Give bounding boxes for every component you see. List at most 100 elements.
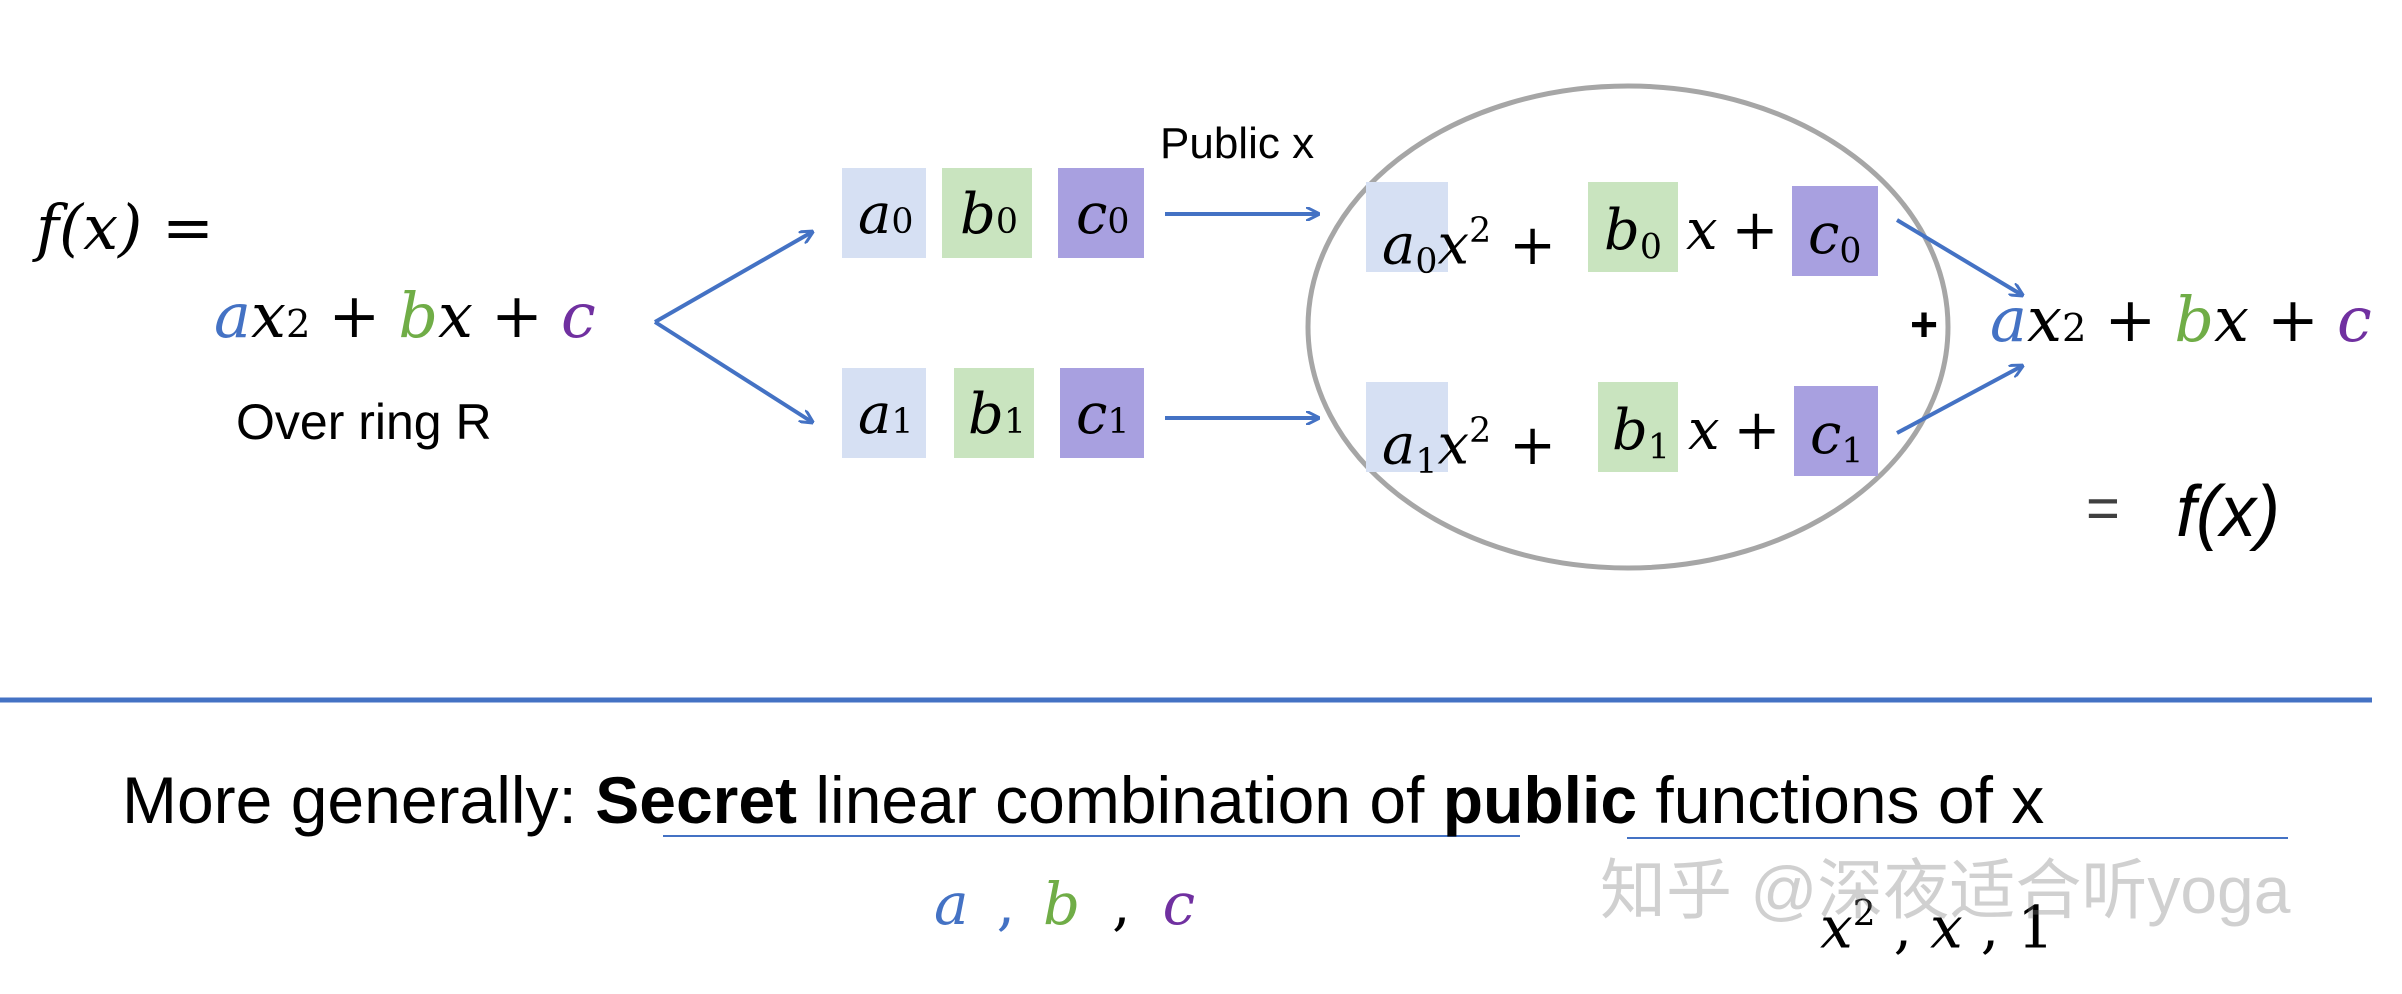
eval-box-a0 — [1366, 182, 1448, 272]
eval-box-b0 — [1588, 182, 1678, 272]
plus-sign: + — [1731, 198, 1779, 263]
secret-coefficients: a,b,c — [934, 868, 1195, 940]
var-x: x — [2026, 283, 2062, 356]
secret-word: Secret — [595, 763, 798, 837]
eval-box-a1 — [1366, 382, 1448, 472]
subscript: 0 — [995, 202, 1018, 242]
public-functions: x2,x,1 — [1820, 878, 2054, 963]
coef-c: c — [2336, 283, 2372, 356]
public-word: public — [1442, 763, 1638, 837]
subscript: 1 — [1841, 431, 1864, 472]
plus-sign: + — [491, 279, 543, 352]
var-x: x — [250, 279, 286, 352]
coef-a: a — [1382, 212, 1416, 278]
eval-term-a1: a1x2+ — [1382, 396, 1556, 497]
split-arrow-top — [654, 232, 812, 324]
var-x: x — [1820, 893, 1853, 962]
plus-sign: + — [328, 279, 381, 352]
constant-one: 1 — [2017, 893, 2055, 962]
plus-sign: + — [2267, 283, 2319, 356]
coef-a: a — [1990, 283, 2027, 356]
share-box-a1 — [842, 368, 926, 458]
coef-a: a — [934, 870, 969, 938]
coef-b: b — [1604, 198, 1640, 263]
coef-a: a — [858, 182, 892, 247]
subscript: 1 — [1003, 402, 1026, 442]
share-box-c1 — [1060, 368, 1144, 458]
watermark-text: 知乎 @深夜适合听yoga — [1600, 853, 2291, 927]
aggregation-ellipse — [1305, 83, 1951, 571]
separator: , — [1980, 893, 2000, 962]
var-x: x — [1687, 398, 1720, 463]
of-text: of — [1351, 763, 1443, 837]
eval-box-c1 — [1794, 386, 1878, 476]
var-x: x — [1685, 198, 1718, 263]
eval-term-c0: c0 — [1808, 200, 1861, 287]
coef-b: b — [1043, 870, 1081, 938]
sum-plus-sign: + — [1910, 299, 1939, 352]
plus-sign: + — [2104, 283, 2157, 356]
public-x-label: Public x — [1160, 119, 1315, 168]
exponent: 2 — [1469, 211, 1492, 251]
split-arrow-bottom — [653, 320, 812, 422]
var-x: x — [1437, 412, 1470, 478]
subscript: 0 — [1415, 242, 1438, 283]
fx-definition-label: f(x) = — [36, 191, 214, 264]
subscript: 0 — [1107, 202, 1130, 242]
var-x: x — [1930, 893, 1963, 962]
plus-sign: + — [1509, 212, 1557, 278]
coef-a: a — [214, 279, 251, 352]
eval-box-c0 — [1792, 186, 1878, 276]
separator: , — [1112, 870, 1131, 938]
coef-b: b — [1612, 398, 1648, 463]
eval-box-b1 — [1598, 382, 1678, 472]
functions-text: functions of x — [1637, 763, 2045, 837]
coef-c: c — [1076, 382, 1108, 447]
coef-b: b — [398, 279, 439, 352]
sum-arrow-bottom — [1896, 366, 2022, 435]
linear-combination-text: linear combination — [797, 763, 1352, 837]
equals-sign: = — [2086, 476, 2120, 541]
plus-sign: + — [1509, 412, 1557, 478]
coef-c: c — [1076, 182, 1108, 247]
subscript: 0 — [891, 202, 914, 242]
share-box-b0 — [942, 168, 1032, 258]
subscript: 1 — [1647, 427, 1670, 468]
generalization-sentence: More generally: Secret linear combinatio… — [122, 760, 2044, 840]
var-x: x — [2214, 283, 2250, 356]
eval-term-c1: c1 — [1810, 400, 1863, 487]
subscript: 0 — [1639, 227, 1662, 268]
eval-term-a0: a0x2 + — [1382, 196, 1556, 297]
plus-sign: + — [1733, 398, 1781, 463]
coef-c: c — [1162, 870, 1196, 938]
var-x: x — [438, 279, 474, 352]
separator: , — [1893, 893, 1913, 962]
coef-b: b — [2174, 283, 2215, 356]
coef-b: b — [960, 182, 996, 247]
coef-a: a — [858, 382, 892, 447]
coef-a: a — [1382, 412, 1416, 478]
exponent: 2 — [1852, 893, 1876, 934]
ring-label: Over ring R — [236, 394, 492, 450]
coef-c: c — [1808, 202, 1840, 267]
subscript: 1 — [1107, 402, 1130, 442]
exponent: 2 — [2061, 306, 2087, 351]
share-box-a0 — [842, 168, 926, 258]
share-box-c0 — [1058, 168, 1144, 258]
coef-c: c — [560, 279, 596, 352]
exponent: 2 — [1469, 411, 1492, 451]
share-box-b1 — [954, 368, 1034, 458]
var-x: x — [1437, 212, 1470, 278]
exponent: 2 — [285, 302, 311, 347]
